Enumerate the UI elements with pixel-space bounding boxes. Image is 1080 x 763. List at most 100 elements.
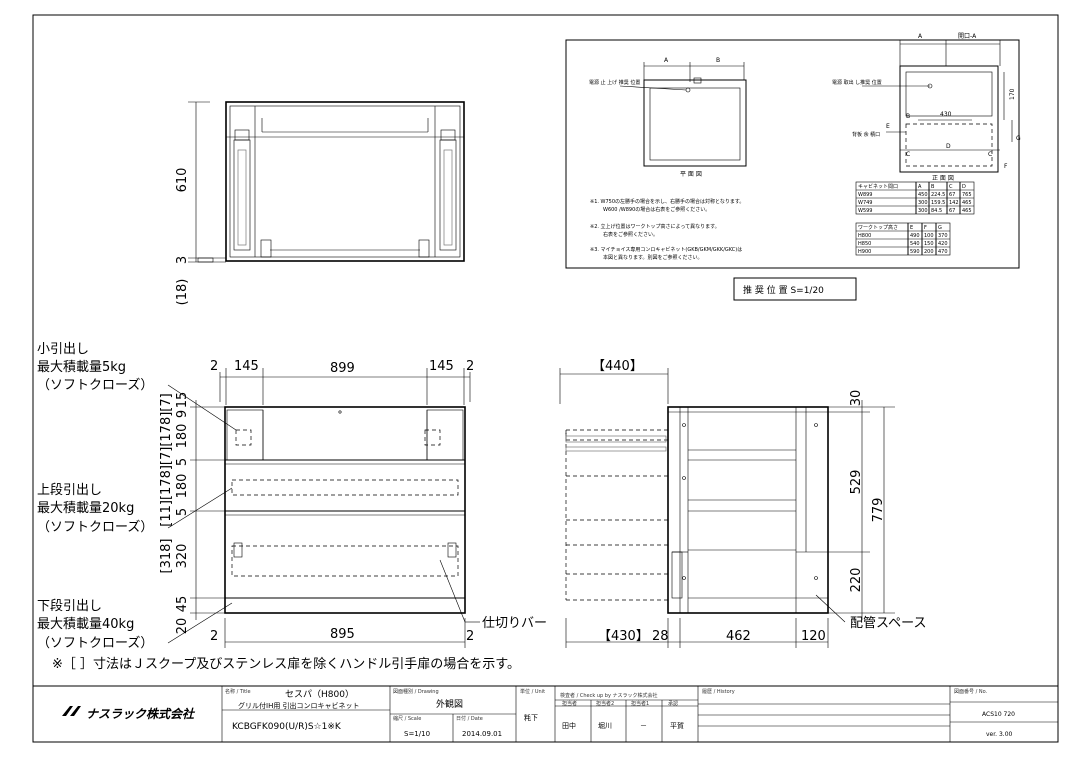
drawing-no: ACS10 720 bbox=[982, 711, 1015, 718]
plan-bottom-dim: 3 bbox=[175, 256, 190, 264]
inset-letter-c1: C bbox=[906, 151, 910, 158]
inset-note-4: 右表をご参照ください。 bbox=[603, 231, 658, 238]
side-dim-462: 462 bbox=[726, 629, 751, 644]
front-right-145: 145 bbox=[429, 359, 454, 374]
inset-letter-g: G bbox=[1016, 135, 1021, 142]
worktop-table-cell-0-2: F bbox=[924, 225, 927, 231]
cabinet-table-cell-2-1: 300 bbox=[918, 200, 928, 206]
worktop-table-cell-3-2: 200 bbox=[924, 249, 934, 255]
inset-letter-f: F bbox=[1004, 163, 1008, 170]
version: ver. 3.00 bbox=[986, 731, 1013, 738]
upper-drawer-load: 最大積載量20kg bbox=[37, 501, 134, 516]
company-logo: ナスラック株式会社 bbox=[62, 706, 196, 721]
inset-dim-430: 430 bbox=[940, 111, 952, 118]
cabinet-table-cell-3-2: 84.5 bbox=[931, 208, 942, 214]
inset-letter-c2: C bbox=[988, 151, 992, 158]
drawing-type: 外観図 bbox=[436, 698, 463, 710]
top-plan-view bbox=[188, 101, 465, 263]
cabinet-table-cell-0-0: キャビネット間口 bbox=[858, 183, 898, 190]
front-left-145: 145 bbox=[234, 359, 259, 374]
scale-small: 縮尺 / Scale bbox=[393, 715, 421, 722]
worktop-table-cell-1-1: 490 bbox=[910, 233, 920, 239]
small-drawer-title: 小引出し bbox=[37, 342, 89, 357]
front-view bbox=[167, 368, 480, 648]
plan-paren-dim: (18) bbox=[175, 279, 190, 306]
cabinet-table-cell-1-2: 224.5 bbox=[931, 192, 945, 198]
inset-letter-e: E bbox=[886, 123, 890, 130]
inset-dim-170: 170 bbox=[1009, 88, 1016, 100]
cabinet-table-cell-3-0: W599 bbox=[858, 208, 873, 214]
front-v-9: 9 bbox=[175, 410, 190, 418]
inset-note-2: W600 /W890の場合は右表をご参照ください。 bbox=[603, 206, 710, 213]
worktop-table-cell-0-0: ワークトップ高さ bbox=[858, 224, 898, 231]
front-v-5b: 5 bbox=[175, 508, 190, 516]
cabinet-table-cell-0-3: C bbox=[949, 184, 953, 190]
inset-letter-a2: A bbox=[918, 33, 923, 40]
check-name-1: 田中 bbox=[562, 721, 576, 730]
check-col-4: 承認 bbox=[668, 700, 678, 707]
inset-panel bbox=[565, 39, 1020, 269]
partition-callout: 仕切りバー bbox=[482, 616, 547, 631]
title-name: セスパ（H800） bbox=[285, 689, 354, 700]
inset-letter-a1: A bbox=[664, 57, 669, 64]
front-v-5a: 5 bbox=[175, 458, 190, 466]
front-bottom-right-2: 2 bbox=[466, 629, 474, 644]
title-block bbox=[32, 685, 1059, 743]
worktop-table-cell-3-3: 470 bbox=[938, 249, 948, 255]
front-right-2: 2 bbox=[466, 359, 474, 374]
cabinet-table-cell-0-1: A bbox=[918, 184, 922, 190]
cabinet-table-cell-3-1: 300 bbox=[918, 208, 928, 214]
inset-label-back: 背板 余 積口 bbox=[852, 131, 880, 138]
worktop-table-cell-1-3: 370 bbox=[938, 233, 948, 239]
date-value: 2014.09.01 bbox=[462, 730, 502, 738]
check-col-2: 担当者2 bbox=[596, 700, 614, 707]
lower-drawer-softclose: （ソフトクローズ） bbox=[37, 635, 153, 651]
inset-caption-box bbox=[733, 277, 857, 301]
logo-text: ナスラック株式会社 bbox=[86, 707, 196, 721]
front-v-320: 320 bbox=[175, 544, 190, 569]
cabinet-table-cell-0-4: D bbox=[962, 184, 966, 190]
front-bottom-left-2: 2 bbox=[210, 629, 218, 644]
lower-drawer-title: 下段引出し bbox=[37, 599, 102, 614]
cabinet-table-cell-1-1: 450 bbox=[918, 192, 928, 198]
piping-callout: 配管スペース bbox=[850, 616, 926, 631]
upper-drawer-title: 上段引出し bbox=[37, 483, 102, 498]
worktop-table-cell-0-1: E bbox=[910, 225, 913, 231]
inset-opening-label: 開口-A bbox=[958, 33, 977, 40]
inset-letter-b1: B bbox=[716, 57, 720, 64]
side-dim-28: 28 bbox=[652, 629, 669, 644]
drawing-type-small: 図面種別 / Drawing bbox=[393, 688, 439, 695]
front-v-180b: 180 bbox=[175, 474, 190, 499]
cabinet-table-cell-3-4: 465 bbox=[962, 208, 972, 214]
front-v-15: 15 bbox=[175, 392, 190, 409]
side-v-529: 529 bbox=[849, 470, 864, 495]
front-width-top: 899 bbox=[330, 361, 355, 376]
check-name-4: 平賀 bbox=[670, 721, 684, 730]
inset-label-right: 電源 取出 し推奨 位置 bbox=[832, 79, 882, 86]
worktop-table-cell-0-3: G bbox=[938, 225, 942, 231]
inset-plan-label: 平 面 図 bbox=[680, 171, 702, 178]
upper-drawer-softclose: （ソフトクローズ） bbox=[37, 519, 153, 535]
worktop-table-cell-2-2: 150 bbox=[924, 241, 934, 247]
inset-note-1: ※1. W750の左勝手の場合を示し、右勝手の場合は対称となります。 bbox=[590, 198, 744, 205]
worktop-table-cell-2-3: 420 bbox=[938, 241, 948, 247]
check-header: 検査者 / Check up by ナスラック株式会社 bbox=[560, 692, 658, 699]
front-left-2: 2 bbox=[210, 359, 218, 374]
cabinet-table-cell-2-4: 465 bbox=[962, 200, 972, 206]
check-col-3: 担当者1 bbox=[631, 700, 649, 707]
plan-height-dim: 610 bbox=[175, 168, 190, 193]
side-v-30: 30 bbox=[849, 390, 864, 407]
inset-front-label: 正 面 図 bbox=[932, 175, 954, 182]
front-v-20: 20 bbox=[175, 618, 190, 635]
worktop-table-cell-2-0: H850 bbox=[858, 241, 871, 247]
side-v-779: 779 bbox=[871, 498, 886, 523]
inset-note-3: ※2. 立上げ位置はワークトップ高さによって異なります。 bbox=[590, 223, 720, 230]
inset-letter-d: D bbox=[946, 143, 951, 150]
inset-note-5: ※3. マイチョイス専用コンロキャビネット(GKB/GKM/GKK/GKC)は bbox=[590, 246, 742, 253]
worktop-table-cell-3-0: H900 bbox=[858, 249, 871, 255]
title-code: KCBGFK090(U/R)S☆1※K bbox=[232, 722, 342, 732]
unit-small: 単位 / Unit bbox=[520, 688, 545, 695]
cabinet-table-cell-0-2: B bbox=[931, 184, 935, 190]
front-bracket-b: [318] bbox=[159, 539, 174, 574]
